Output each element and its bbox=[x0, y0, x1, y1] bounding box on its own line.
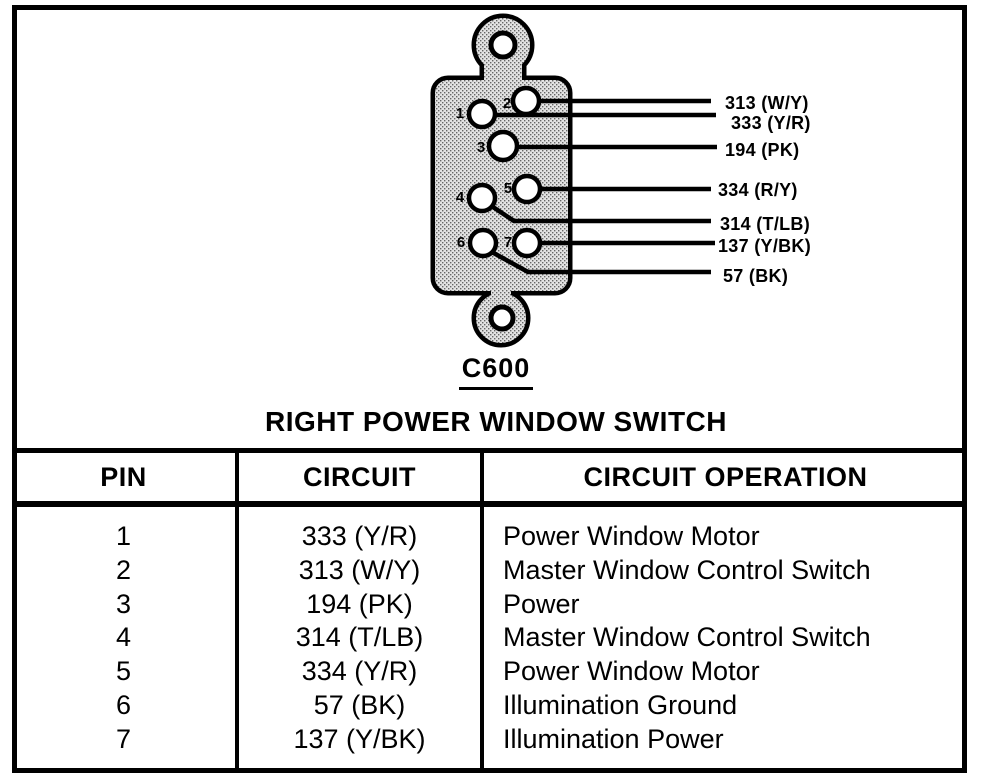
pin-circle bbox=[510, 85, 542, 117]
pin-number: 7 bbox=[504, 234, 512, 251]
pin-number: 1 bbox=[456, 105, 464, 122]
pin-number: 3 bbox=[477, 139, 485, 156]
wire-label: 334 (R/Y) bbox=[718, 180, 798, 200]
operation-cell: Power Window Motor bbox=[503, 656, 760, 687]
circuit-cell: 313 (W/Y) bbox=[298, 554, 421, 585]
pin-cell: 7 bbox=[115, 723, 132, 754]
pin-number: 6 bbox=[457, 234, 465, 251]
circuit-cell: 194 (PK) bbox=[306, 588, 413, 619]
wire-label: 57 (BK) bbox=[723, 266, 789, 286]
pin-circle bbox=[511, 173, 543, 205]
wire-label: 194 (PK) bbox=[725, 140, 800, 160]
operation-cell: Master Window Control Switch bbox=[503, 554, 871, 585]
pin-circle bbox=[467, 227, 499, 259]
pin-cell: 1 bbox=[115, 521, 132, 551]
connector-id-label: C600 bbox=[458, 353, 534, 390]
operation-cell: Illumination Ground bbox=[503, 689, 738, 720]
diagram-title: RIGHT POWER WINDOW SWITCH bbox=[264, 406, 727, 437]
column-header-pin: PIN bbox=[12, 453, 235, 507]
pin-circle bbox=[466, 98, 498, 130]
connector-diagram: 1 2 3 4 5 6 7 bbox=[430, 13, 717, 348]
pin-number: 5 bbox=[504, 180, 512, 197]
column-header-circuit: CIRCUIT bbox=[239, 453, 480, 507]
wire-line bbox=[488, 203, 711, 224]
pin-cell: 2 bbox=[115, 554, 132, 585]
operation-cell: Master Window Control Switch bbox=[503, 622, 871, 653]
circuit-cell: 334 (Y/R) bbox=[301, 656, 418, 687]
wire-label: 333 (Y/R) bbox=[731, 113, 811, 133]
pin-numbers: 1 2 3 4 5 6 7 bbox=[456, 95, 512, 251]
operation-cell: Illumination Power bbox=[503, 723, 724, 754]
pin-circle bbox=[511, 227, 543, 259]
pin-cell: 5 bbox=[115, 656, 132, 687]
pin-number: 2 bbox=[503, 95, 511, 112]
pin-cell: 3 bbox=[115, 588, 132, 619]
pin-number: 4 bbox=[456, 189, 465, 206]
pin-table: PIN 1 2 3 4 5 6 7 CIRCUIT 333 (Y/R) 313 … bbox=[12, 448, 967, 773]
wire-line bbox=[488, 249, 711, 275]
wire-label: 137 (Y/BK) bbox=[718, 236, 812, 256]
pin-cell: 6 bbox=[115, 689, 132, 720]
pin-cell: 4 bbox=[115, 622, 132, 653]
circuit-cell: 57 (BK) bbox=[313, 689, 406, 720]
column-header-operation: CIRCUIT OPERATION bbox=[484, 453, 967, 507]
circuit-cell: 333 (Y/R) bbox=[301, 521, 418, 551]
pin-circle bbox=[466, 182, 498, 214]
operation-column: CIRCUIT OPERATION Power Window Motor Mas… bbox=[484, 453, 967, 773]
wire-label: 313 (W/Y) bbox=[725, 93, 809, 113]
operation-cell: Power bbox=[503, 588, 580, 619]
circuit-cell: 314 (T/LB) bbox=[295, 622, 424, 653]
pin-column: PIN 1 2 3 4 5 6 7 bbox=[12, 453, 239, 773]
mounting-hole-bottom bbox=[488, 304, 516, 332]
wire-label: 314 (T/LB) bbox=[720, 214, 811, 234]
pin-circle bbox=[486, 129, 520, 163]
mounting-hole-top bbox=[488, 30, 518, 60]
pin-cavities bbox=[466, 85, 543, 259]
operation-cell: Power Window Motor bbox=[503, 521, 760, 551]
wire-leader-lines bbox=[488, 98, 717, 275]
circuit-cell: 137 (Y/BK) bbox=[293, 723, 426, 754]
circuit-column: CIRCUIT 333 (Y/R) 313 (W/Y) 194 (PK) 314… bbox=[239, 453, 484, 773]
